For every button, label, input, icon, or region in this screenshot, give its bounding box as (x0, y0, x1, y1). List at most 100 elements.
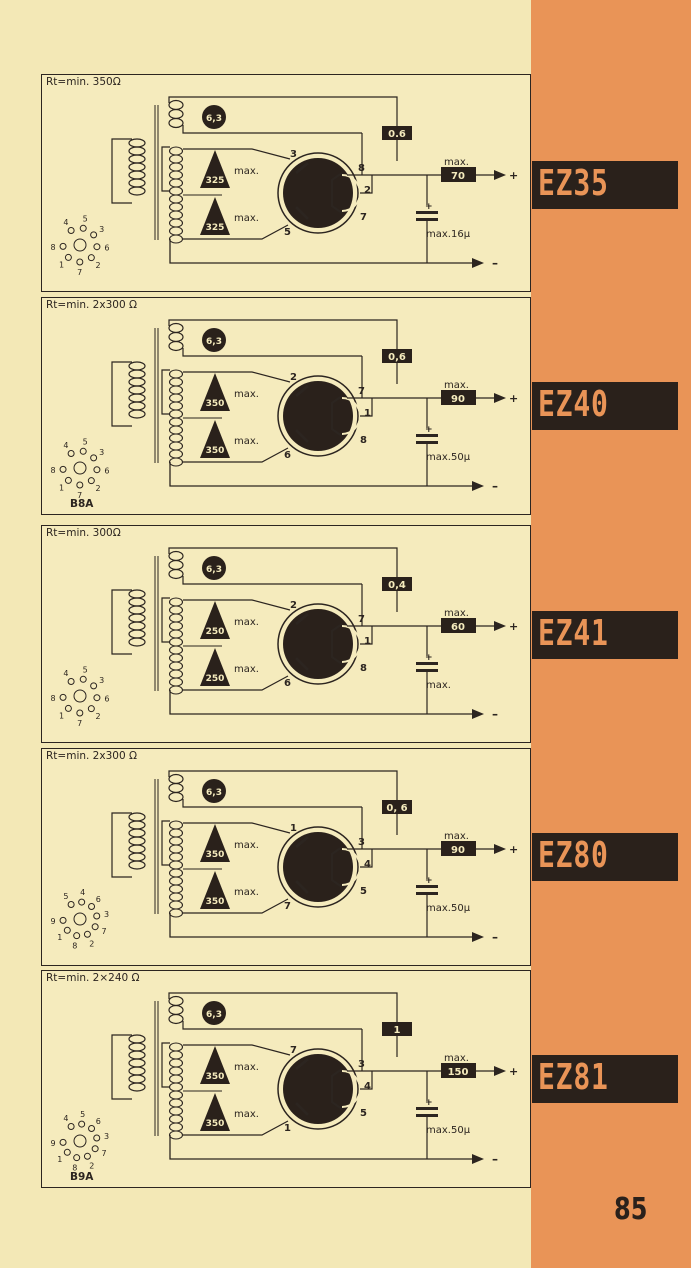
primary-winding (111, 812, 146, 878)
diode-voltage-value: 350 (206, 850, 225, 860)
base-pin-number: 1 (59, 484, 64, 493)
heater-winding (168, 770, 398, 835)
pin-number: 7 (360, 212, 367, 223)
max-label: max. (234, 617, 259, 628)
negative-terminal-label: – (492, 479, 498, 493)
negative-terminal-label: – (492, 1152, 498, 1166)
filter-capacitor: + (416, 202, 438, 221)
filter-capacitor: + (416, 653, 438, 672)
pin-number: 5 (360, 886, 367, 897)
base-pin-number: 3 (99, 225, 104, 234)
output-current-badge (441, 1063, 476, 1078)
rectifier-tube-symbol (277, 152, 361, 234)
diode-voltage-triangle: 250 max. (200, 601, 259, 639)
base-pin-number: 4 (63, 441, 68, 450)
heater-voltage-value: 6,3 (206, 337, 222, 347)
base-pin-number: 9 (51, 1139, 56, 1148)
heater-current-value: 0.6 (388, 129, 406, 140)
max-label: max. (234, 436, 259, 447)
diode-voltage-value: 350 (206, 446, 225, 456)
base-pin-number: 8 (51, 243, 56, 252)
rectifier-tube-symbol (277, 1048, 361, 1130)
tube-type-tag: EZ80 (532, 833, 678, 881)
rectifier-schematic: 6,3–350max.350max.267180,6max.90++max.50… (51, 319, 518, 500)
output-current-max-label: max. (444, 608, 469, 619)
page-number: 85 (614, 1192, 648, 1227)
base-type-label: B9A (70, 1171, 94, 1183)
tube-type-label: EZ80 (538, 835, 609, 876)
capacitor-plus-label: + (425, 876, 433, 886)
base-pin-number: 8 (72, 941, 77, 950)
pin-number: 2 (290, 600, 297, 611)
capacitor-value: max.16μ (426, 229, 471, 240)
pin-number: 8 (360, 663, 367, 674)
diode-voltage-triangle: 350 max. (200, 824, 259, 862)
heater-winding (168, 96, 398, 161)
diode-voltage-value: 250 (206, 627, 225, 637)
max-label: max. (234, 887, 259, 898)
base-pin-number: 6 (104, 695, 109, 704)
max-label: max. (234, 213, 259, 224)
heater-winding (168, 992, 398, 1057)
max-label: max. (234, 840, 259, 851)
secondary-winding (161, 1042, 484, 1164)
pin-number: 4 (364, 1081, 371, 1092)
tube-type-tag: EZ81 (532, 1055, 678, 1103)
output-current-max-label: max. (444, 831, 469, 842)
positive-terminal-label: + (509, 1065, 518, 1078)
base-pin-number: 2 (95, 712, 100, 721)
heater-voltage-value: 6,3 (206, 1010, 222, 1020)
base-pin-number: 1 (57, 933, 62, 942)
pin-number: 5 (360, 1108, 367, 1119)
pin-number: 1 (364, 636, 371, 647)
base-pin-number: 4 (80, 888, 85, 897)
rectifier-tube-symbol (277, 826, 361, 908)
base-pin-number: 3 (99, 448, 104, 457)
pin-number: 8 (360, 435, 367, 446)
diode-voltage-value: 325 (206, 223, 225, 233)
heater-current-value: 1 (394, 1025, 401, 1036)
negative-terminal-label: – (492, 707, 498, 721)
base-pin-number: 8 (51, 694, 56, 703)
heater-current-value: 0,4 (388, 580, 406, 591)
positive-terminal-label: + (509, 392, 518, 405)
positive-terminal-label: + (509, 620, 518, 633)
base-pin-number: 7 (77, 719, 82, 728)
secondary-winding (161, 820, 484, 942)
heater-winding (168, 547, 398, 612)
min-resistance-label: Rt=min. 2×240 Ω (46, 972, 140, 984)
base-pin-number: 1 (59, 712, 64, 721)
base-pin-number: 6 (96, 895, 101, 904)
base-pin-number: 3 (104, 1132, 109, 1141)
output-current-value: 90 (451, 845, 465, 856)
capacitor-value: max.50μ (426, 903, 471, 914)
max-label: max. (234, 664, 259, 675)
heater-voltage-badge (202, 1001, 226, 1025)
base-pin-number: 6 (104, 467, 109, 476)
filter-capacitor: + (416, 1098, 438, 1117)
pin-number: 5 (284, 227, 291, 238)
output-current-value: 70 (451, 171, 465, 182)
base-pin-number: 6 (104, 244, 109, 253)
base-pin-number: 2 (89, 1161, 94, 1170)
heater-current-value: 0,6 (388, 352, 406, 363)
rectifier-tube-symbol (277, 603, 361, 685)
pin-number: 7 (284, 901, 291, 912)
heater-winding (168, 319, 398, 384)
tube-type-tag: EZ41 (532, 611, 678, 659)
pin-number: 3 (290, 149, 297, 160)
output-current-max-label: max. (444, 157, 469, 168)
secondary-winding (161, 369, 484, 491)
output-current-value: 60 (451, 622, 465, 633)
